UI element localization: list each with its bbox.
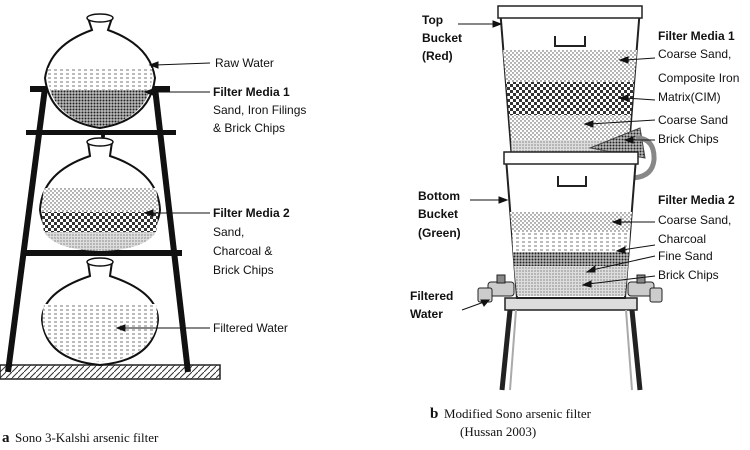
label-fm1-cim-line1: Composite Iron — [658, 71, 739, 85]
stand-shelf-upper — [26, 130, 176, 135]
caption-a: Sono 3-Kalshi arsenic filter — [15, 430, 159, 445]
right-left-pointers — [458, 20, 509, 311]
right-right-pointers — [581, 56, 656, 288]
bucket-stand — [499, 297, 643, 391]
label-fm2-fine-sand: Fine Sand — [658, 249, 713, 263]
left-pointers — [115, 61, 211, 332]
label-fm1-title: Filter Media 1 — [658, 29, 735, 43]
label-bottom-bucket-1: Bottom — [418, 189, 460, 203]
label-fm1-coarse-sand: Coarse Sand, — [658, 47, 731, 61]
top-kalshi — [43, 13, 157, 130]
label-filtered-water-1: Filtered — [410, 289, 453, 303]
label-top-bucket-3: (Red) — [422, 49, 453, 63]
label-top-bucket-2: Bucket — [422, 31, 462, 45]
label-fm1-brick-chips: Brick Chips — [658, 132, 719, 146]
label-filter-media-2-title: Filter Media 2 — [213, 206, 290, 220]
modified-sono-filter: Top Bucket (Red) Bottom Bucket (Green) F… — [410, 5, 739, 439]
label-filter-media-2-line3: Brick Chips — [213, 263, 274, 277]
filtered-water-tap — [477, 274, 515, 303]
label-filtered-water: Filtered Water — [213, 321, 288, 335]
label-bottom-bucket-2: Bucket — [418, 207, 458, 221]
stand-shelf-lower — [22, 250, 182, 256]
bottom-kalshi — [40, 257, 160, 367]
label-bottom-bucket-3: (Green) — [418, 226, 461, 240]
label-filter-media-1-line1: Sand, Iron Filings — [213, 103, 306, 117]
label-filter-media-1-title: Filter Media 1 — [213, 85, 290, 99]
caption-letter-b: b — [430, 406, 438, 422]
middle-kalshi — [38, 137, 162, 254]
label-fm2-title: Filter Media 2 — [658, 193, 735, 207]
label-fm2-brick-chips: Brick Chips — [658, 268, 719, 282]
ground — [0, 364, 221, 380]
kalshi-filter: Raw Water Filter Media 1 Sand, Iron Fili… — [0, 13, 306, 446]
label-fm2-coarse-sand: Coarse Sand, — [658, 213, 731, 227]
label-filtered-water-2: Water — [410, 307, 443, 321]
label-fm2-charcoal: Charcoal — [658, 232, 706, 246]
top-bucket — [497, 5, 646, 161]
label-raw-water: Raw Water — [215, 56, 274, 70]
caption-b-line1: Modified Sono arsenic filter — [444, 406, 592, 421]
label-filter-media-2-line2: Charcoal & — [213, 244, 272, 258]
bottom-bucket — [503, 151, 639, 299]
caption-letter-a: a — [2, 430, 10, 446]
label-filter-media-2-line1: Sand, — [213, 225, 244, 239]
side-tap — [627, 274, 663, 303]
caption-b-line2: (Hussan 2003) — [460, 424, 536, 439]
label-filter-media-1-line2: & Brick Chips — [213, 121, 285, 135]
stand-leg-left — [5, 87, 48, 373]
stand-leg-right — [152, 87, 191, 373]
label-top-bucket-1: Top — [422, 13, 443, 27]
label-fm1-coarse-sand-2: Coarse Sand — [658, 113, 728, 127]
label-fm1-cim-line2: Matrix(CIM) — [658, 90, 721, 104]
